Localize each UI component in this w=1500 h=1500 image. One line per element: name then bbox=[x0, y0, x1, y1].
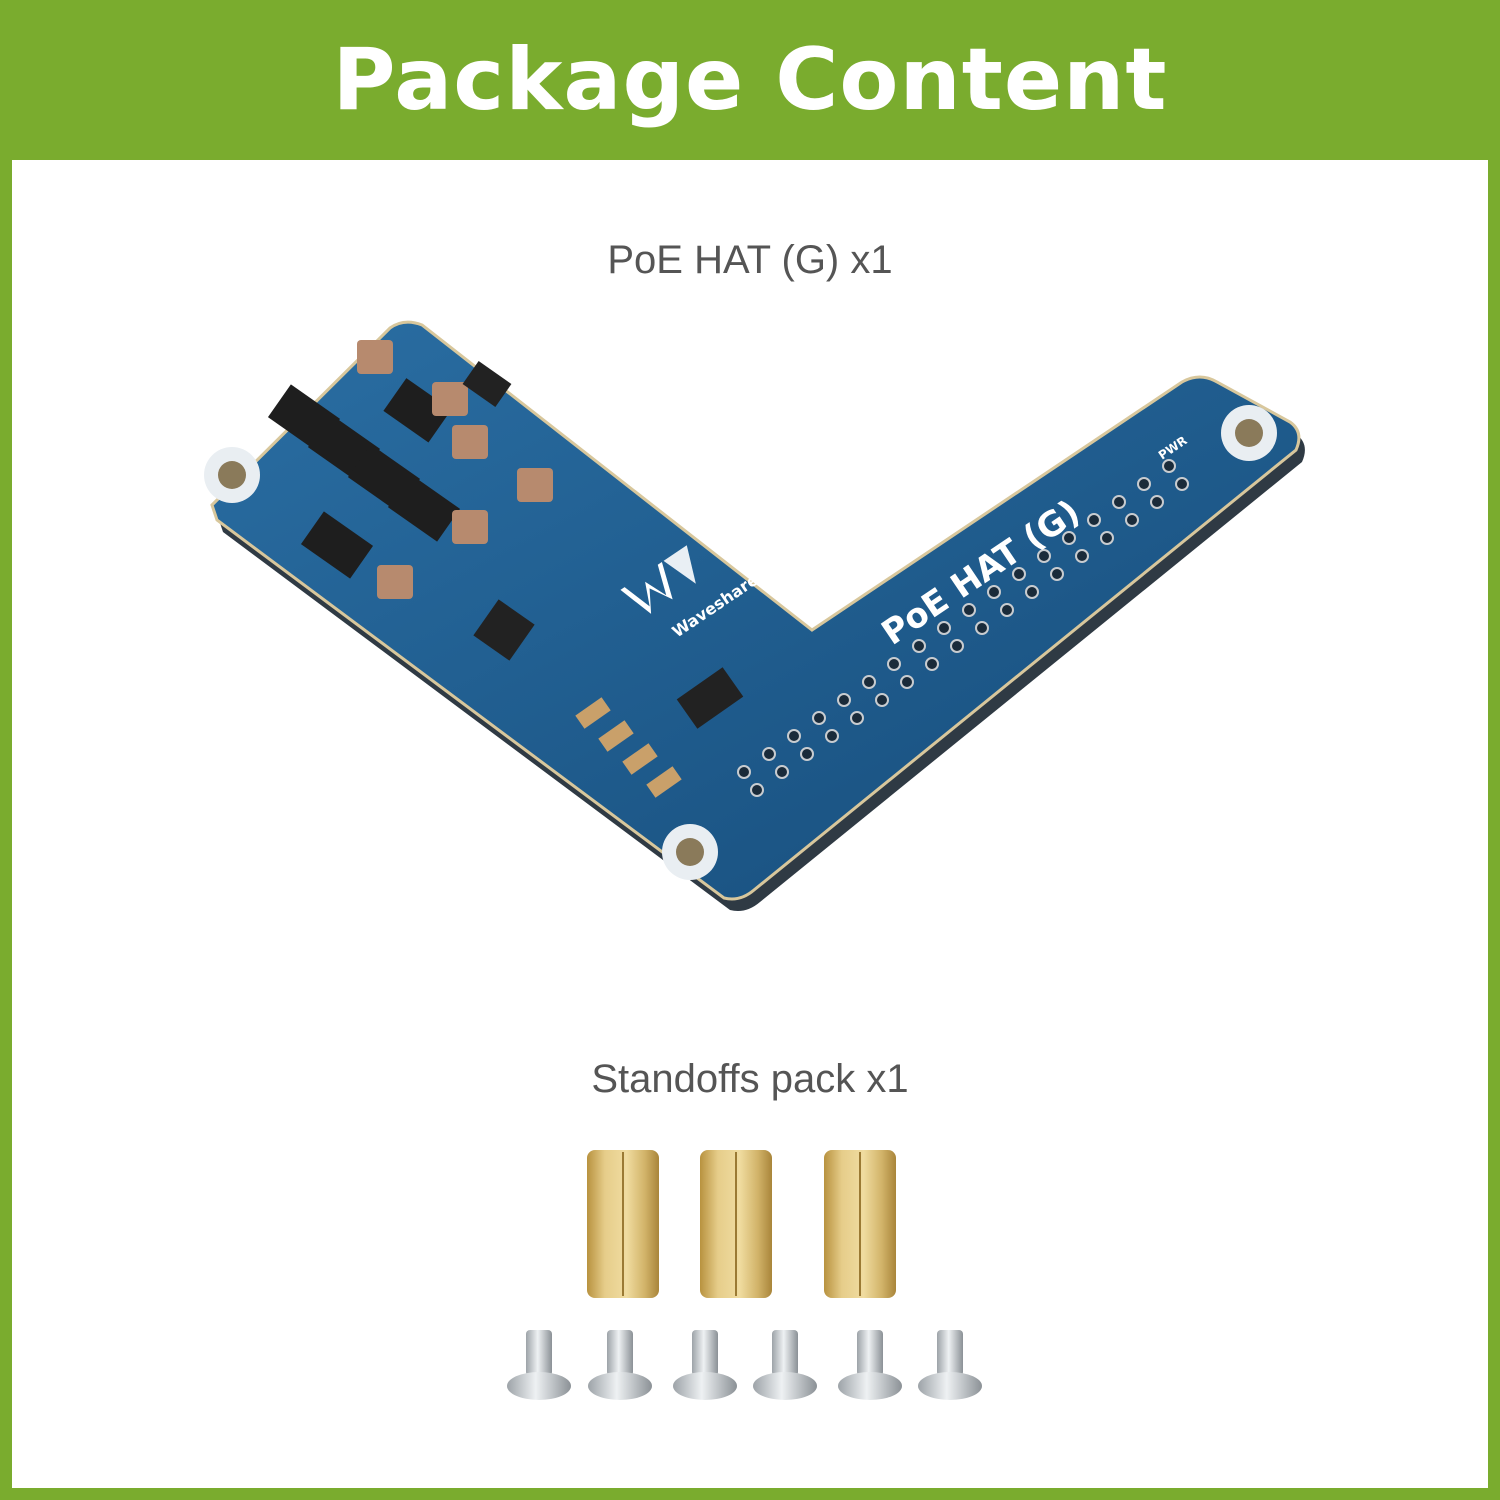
header-banner: Package Content bbox=[0, 0, 1500, 160]
screw-4 bbox=[753, 1330, 817, 1400]
standoff-brass-3 bbox=[824, 1150, 896, 1298]
pcb bbox=[210, 320, 1301, 901]
poe-hat-caption: PoE HAT (G) x1 bbox=[607, 238, 893, 282]
gpio-holes bbox=[737, 459, 1189, 797]
standoffs-caption: Standoffs pack x1 bbox=[591, 1057, 909, 1101]
standoff-brass-1 bbox=[587, 1150, 659, 1298]
screw-2 bbox=[588, 1330, 652, 1400]
screw-3 bbox=[673, 1330, 737, 1400]
components bbox=[267, 340, 744, 798]
screw-1 bbox=[507, 1330, 571, 1400]
standoff-brass-2 bbox=[700, 1150, 772, 1298]
screw-6 bbox=[918, 1330, 982, 1400]
screw-5 bbox=[838, 1330, 902, 1400]
waveshare-logo-icon bbox=[620, 545, 696, 614]
poe-hat-board-image: PoE HAT (G) Waveshare PWR bbox=[204, 320, 1305, 911]
mounting-holes bbox=[204, 405, 1277, 880]
content-panel: PoE HAT (G) x1 bbox=[12, 160, 1488, 1488]
page-title: Package Content bbox=[332, 30, 1168, 130]
standoffs-pack-image bbox=[507, 1150, 982, 1400]
